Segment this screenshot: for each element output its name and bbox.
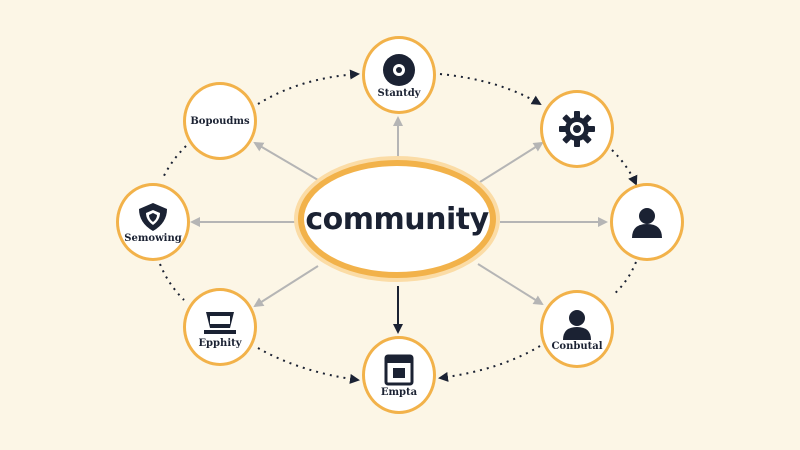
node-left: Semowing	[116, 183, 190, 261]
dotted-link-bottomright-to-bottom	[438, 345, 541, 382]
node-bottom-left: Epphity	[183, 288, 257, 366]
node-bottom-right-label: Conbutal	[551, 340, 603, 352]
spoke-bottom-left	[253, 265, 319, 308]
node-bottom-label: Empta	[380, 386, 418, 398]
disc-icon	[383, 53, 415, 86]
dotted-link-topright-to-right	[611, 149, 638, 186]
person-icon	[563, 309, 591, 340]
hub-label: community	[305, 201, 489, 237]
dotted-link-right-to-bottomright	[611, 261, 637, 297]
spoke-top-right	[479, 141, 544, 183]
node-top: Stantdy	[362, 36, 436, 114]
dotted-link-bottomleft-to-bottom	[257, 347, 360, 384]
spoke-bottom-right	[477, 263, 544, 306]
node-left-label: Semowing	[124, 232, 182, 244]
spoke-top-left	[253, 141, 319, 181]
shield-icon	[139, 202, 167, 231]
node-top-label: Stantdy	[377, 87, 421, 99]
gear-icon	[559, 111, 595, 147]
node-bottom-right: Conbutal	[540, 290, 614, 368]
node-top-right	[540, 90, 614, 168]
person-icon	[632, 208, 662, 238]
node-bottom-left-label: Epphity	[198, 337, 242, 349]
podium-icon	[204, 311, 236, 334]
node-bottom: Empta	[362, 336, 436, 414]
dotted-link-topleft-to-left	[161, 145, 187, 181]
dotted-link-top-to-topright	[439, 73, 542, 106]
dotted-link-left-to-bottomleft	[159, 263, 185, 301]
central-hub: community	[298, 160, 496, 278]
node-top-left: Bopoudms	[183, 82, 257, 160]
node-top-left-label: Bopoudms	[190, 115, 250, 127]
box-icon	[384, 354, 414, 385]
node-right	[610, 183, 684, 261]
dotted-link-topleft-to-top	[257, 69, 360, 105]
